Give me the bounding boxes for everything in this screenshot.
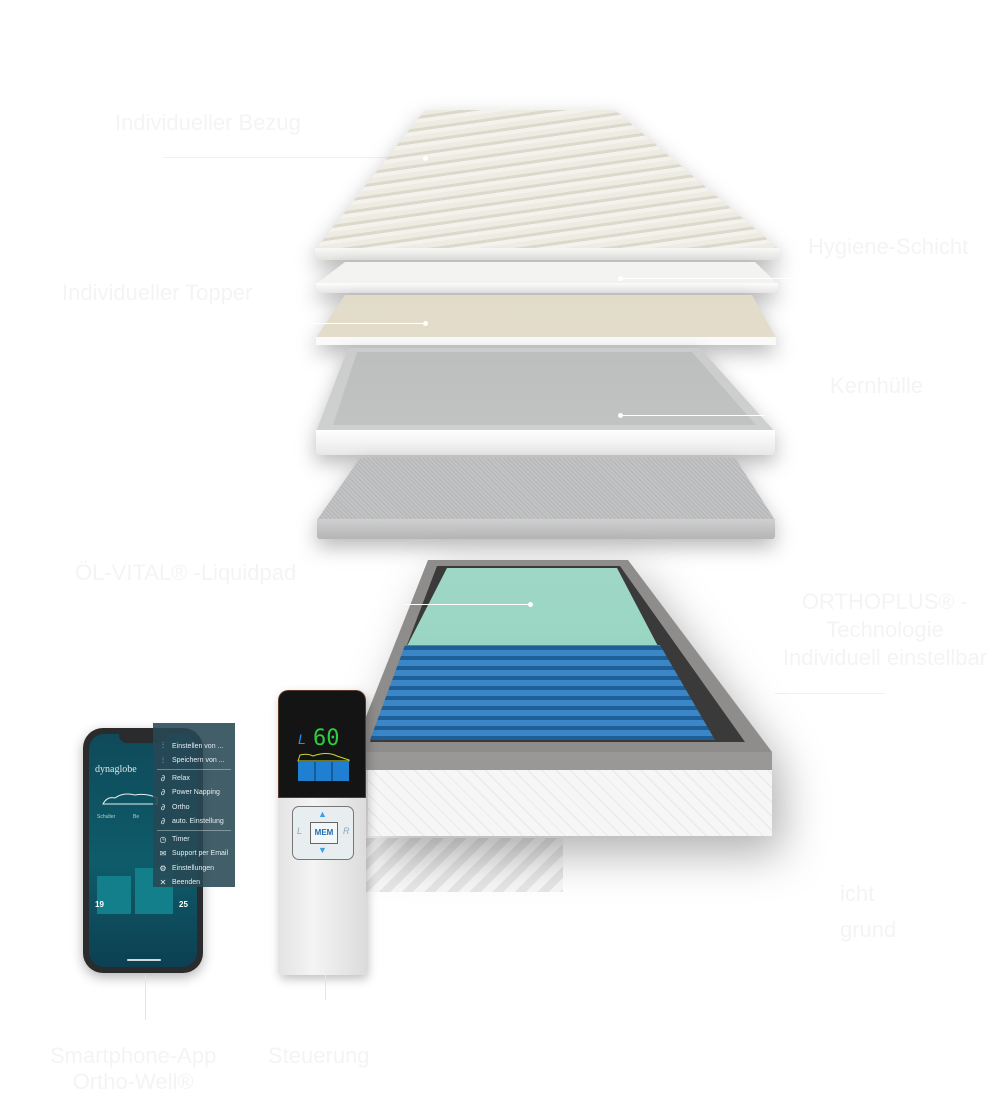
leader-line xyxy=(163,157,403,158)
level-readout: 60 xyxy=(313,726,340,751)
menu-divider xyxy=(157,769,231,770)
side-indicator: L xyxy=(298,731,306,747)
leader-line xyxy=(620,278,795,279)
menu-item-label: Support per Email xyxy=(172,850,229,858)
cover-layer xyxy=(0,0,1000,270)
value-left: 19 xyxy=(95,900,104,909)
remote-control: L 60 ▲ ▼ L R MEM xyxy=(278,690,366,975)
base-frame xyxy=(352,560,772,836)
mail-icon: ✉ xyxy=(159,849,167,859)
menu-item[interactable]: ∂ Ortho xyxy=(153,800,235,815)
label-topper: Individueller Topper xyxy=(62,280,253,305)
label-partial: icht grund xyxy=(840,876,896,948)
leader-line xyxy=(145,975,146,1020)
menu-item[interactable]: ⫶ Einstellen von ... xyxy=(153,739,235,754)
phone-notch xyxy=(119,734,167,743)
down-arrow-button[interactable]: ▼ xyxy=(318,845,327,855)
leader-line xyxy=(305,323,425,324)
menu-item-label: Einstellungen xyxy=(172,864,215,872)
remote-display: L 60 xyxy=(278,690,366,798)
menu-item-label: Timer xyxy=(172,835,190,843)
label-orthoplus-line1: ORTHOPLUS® - xyxy=(801,589,969,614)
value-right: 25 xyxy=(179,900,188,909)
label-hygiene: Hygiene-Schicht xyxy=(808,234,969,259)
sliders-icon: ⫶ xyxy=(162,755,164,765)
home-indicator[interactable] xyxy=(127,959,161,961)
gear-icon: ⚙ xyxy=(159,863,167,873)
timer-icon: ◷ xyxy=(159,834,167,844)
menu-item-label: Ortho xyxy=(172,803,190,811)
menu-item-label: Power Napping xyxy=(172,789,220,797)
menu-item[interactable]: ∂ auto. Einstellung xyxy=(153,815,235,830)
base-shadow-hatch xyxy=(365,838,563,892)
sleeper-icon xyxy=(102,793,158,805)
marker-dot xyxy=(423,321,428,326)
menu-item-label: Speichern von ... xyxy=(172,757,225,765)
label-app: Smartphone-App Ortho-Well® xyxy=(50,1043,216,1095)
mesh-layer xyxy=(0,0,1000,545)
mode-icon: ∂ xyxy=(161,817,165,827)
liquidpad xyxy=(405,568,660,650)
close-icon: ✕ xyxy=(159,878,167,888)
menu-item[interactable]: ✉ Support per Email xyxy=(153,847,235,862)
app-menu: ⫶ Einstellen von ... ⫶ Speichern von ... ∂… xyxy=(153,723,235,887)
brand-logo: dynaglobe xyxy=(95,764,137,775)
leader-line xyxy=(620,415,765,416)
label-app-line1: Smartphone-App xyxy=(50,1043,217,1068)
core-cover-layer xyxy=(0,0,1000,460)
menu-item[interactable]: ⫶ Speichern von ... xyxy=(153,754,235,769)
label-liquidpad: ÖL-VITAL® -Liquidpad xyxy=(75,560,297,585)
label-partial-line2: grund xyxy=(840,917,897,942)
menu-item[interactable]: ∂ Power Napping xyxy=(153,786,235,801)
marker-dot xyxy=(423,156,428,161)
mode-icon: ∂ xyxy=(161,802,165,812)
sliders-icon: ⫶ xyxy=(162,741,164,751)
label-control: Steuerung xyxy=(268,1043,370,1068)
menu-item-label: auto. Einstellung xyxy=(172,818,224,826)
mode-icon: ∂ xyxy=(161,788,165,798)
leader-line xyxy=(405,604,530,605)
menu-item-label: Relax xyxy=(172,774,190,782)
menu-item[interactable]: ✕ Beenden xyxy=(153,876,235,891)
menu-item-label: Beenden xyxy=(172,879,201,887)
label-partial-line1: icht xyxy=(840,881,875,906)
label-app-line2: Ortho-Well® xyxy=(72,1069,194,1094)
topper-layer xyxy=(0,0,1000,350)
label-cover: Individueller Bezug xyxy=(115,110,301,135)
menu-item[interactable]: ◷ Timer xyxy=(153,832,235,847)
up-arrow-button[interactable]: ▲ xyxy=(318,809,327,819)
zone-bar-left xyxy=(97,876,131,914)
mode-icon: ∂ xyxy=(161,773,165,783)
menu-divider xyxy=(157,830,231,831)
left-button[interactable]: L xyxy=(297,826,303,836)
dpad: ▲ ▼ L R MEM xyxy=(292,806,354,860)
marker-dot xyxy=(528,602,533,607)
label-orthoplus-line2: Technologie xyxy=(826,617,944,642)
menu-item-label: Einstellen von ... xyxy=(172,742,224,750)
mem-button[interactable]: MEM xyxy=(310,822,338,844)
leader-line xyxy=(775,693,885,694)
leader-line xyxy=(325,975,326,1000)
zone-right: Be xyxy=(133,814,140,820)
label-orthoplus-line3: Individuell einstellbar xyxy=(782,645,988,670)
right-button[interactable]: R xyxy=(343,826,350,836)
zone-left: Schulter xyxy=(97,814,116,820)
body-profile-icon xyxy=(297,753,350,781)
orthoplus-chambers xyxy=(370,645,715,740)
label-orthoplus: ORTHOPLUS® - Technologie Individuell ein… xyxy=(770,588,1000,672)
menu-item[interactable]: ⚙ Einstellungen xyxy=(153,861,235,876)
menu-item[interactable]: ∂ Relax xyxy=(153,771,235,786)
label-core-cover: Kernhülle xyxy=(830,373,923,398)
